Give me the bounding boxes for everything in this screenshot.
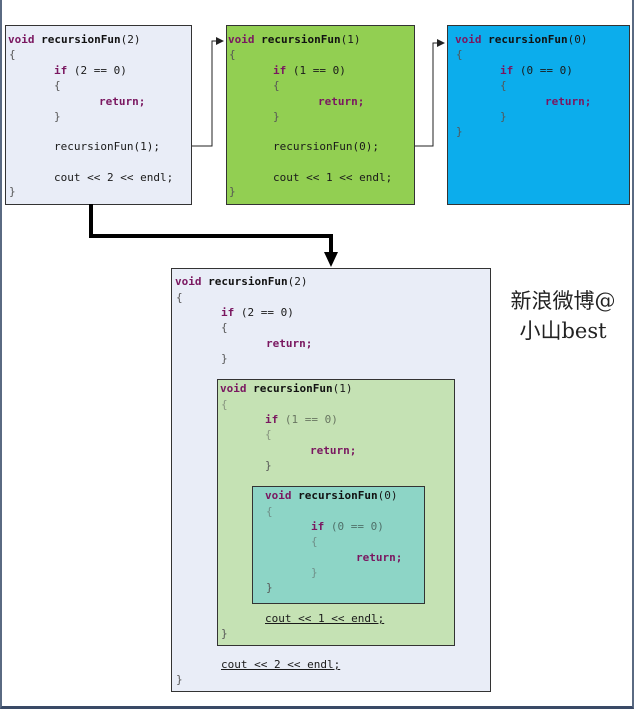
function-argument: (2) [287,275,308,288]
cout-statement: cout << 2 << endl; [54,171,174,184]
if-open-brace: { [311,535,318,548]
return-statement: return; [318,95,365,108]
if-open-brace: { [54,79,61,92]
call-box-recursionfun-0: void recursionFun(0) { if (0 == 0) { ret… [447,25,630,205]
keyword-if: if [500,64,514,77]
return-statement: return; [545,95,592,108]
keyword-void: void [265,489,292,502]
open-brace: { [266,505,273,518]
watermark-text: 新浪微博@ 小山best [503,286,623,346]
return-statement: return; [310,444,357,457]
if-close-brace: } [311,566,318,579]
function-signature: void recursionFun(0) [455,32,587,47]
return-statement: return; [266,337,313,350]
keyword-if: if [273,64,287,77]
function-argument: (0) [377,489,398,502]
if-statement: if (1 == 0) [265,412,338,427]
return-statement: return; [356,551,403,564]
call-box-recursionfun-1: void recursionFun(1) { if (1 == 0) { ret… [226,25,415,205]
nested-box-recursionfun-1: void recursionFun(1) { if (1 == 0) { ret… [217,379,455,646]
arrow-call-1-to-2 [192,37,224,147]
return-statement: return; [99,95,146,108]
recursive-call: recursionFun(1); [54,140,160,153]
close-brace: } [9,185,16,198]
if-close-brace: } [54,110,61,123]
function-name: recursionFun [208,275,288,288]
if-statement: if (0 == 0) [500,63,573,78]
cout-statement: cout << 1 << endl; [265,612,385,625]
if-condition: (1 == 0) [284,413,338,426]
if-statement: if (1 == 0) [273,63,346,78]
function-signature: void recursionFun(1) [228,32,360,47]
nested-box-recursionfun-2: void recursionFun(2) { if (2 == 0) { ret… [171,268,491,692]
if-close-brace: } [500,110,507,123]
open-brace: { [9,48,16,61]
keyword-if: if [221,306,235,319]
if-condition: (0 == 0) [330,520,384,533]
function-signature: void recursionFun(2) [175,274,307,289]
watermark-line-1: 新浪微博@ [510,289,616,313]
keyword-void: void [175,275,202,288]
open-brace: { [221,398,228,411]
keyword-void: void [8,33,35,46]
keyword-if: if [265,413,279,426]
close-brace: } [229,185,236,198]
cout-statement: cout << 1 << endl; [273,171,393,184]
recursive-call: recursionFun(0); [273,140,379,153]
function-signature: void recursionFun(0) [265,488,397,503]
open-brace: { [456,48,463,61]
close-brace: } [176,673,183,686]
function-name: recursionFun [298,489,378,502]
if-condition: (2 == 0) [240,306,294,319]
function-name: recursionFun [41,33,121,46]
keyword-if: if [54,64,68,77]
keyword-void: void [228,33,255,46]
if-close-brace: } [273,110,280,123]
if-close-brace: } [265,459,272,472]
call-box-recursionfun-2: void recursionFun(2) { if (2 == 0) { ret… [5,25,192,205]
if-open-brace: { [273,79,280,92]
if-condition: (2 == 0) [73,64,127,77]
if-open-brace: { [500,79,507,92]
arrow-expand-head [324,252,338,267]
if-statement: if (2 == 0) [54,63,127,78]
if-statement: if (2 == 0) [221,305,294,320]
function-argument: (0) [567,33,588,46]
if-open-brace: { [221,321,228,334]
keyword-void: void [220,382,247,395]
if-close-brace: } [221,352,228,365]
function-argument: (1) [340,33,361,46]
open-brace: { [229,48,236,61]
keyword-void: void [455,33,482,46]
watermark-line-2: 小山best [519,319,607,343]
function-signature: void recursionFun(2) [8,32,140,47]
nested-box-recursionfun-0: void recursionFun(0) { if (0 == 0) { ret… [252,486,425,604]
close-brace: } [266,581,273,594]
arrow-call-2-to-3 [415,39,445,147]
if-condition: (1 == 0) [292,64,346,77]
close-brace: } [456,125,463,138]
keyword-if: if [311,520,325,533]
close-brace: } [221,627,228,640]
function-name: recursionFun [253,382,333,395]
function-argument: (2) [120,33,141,46]
function-name: recursionFun [261,33,341,46]
if-condition: (0 == 0) [519,64,573,77]
open-brace: { [176,291,183,304]
arrow-expand-to-nested [89,204,333,254]
if-open-brace: { [265,428,272,441]
function-argument: (1) [332,382,353,395]
if-statement: if (0 == 0) [311,519,384,534]
function-signature: void recursionFun(1) [220,381,352,396]
cout-statement: cout << 2 << endl; [221,658,341,671]
function-name: recursionFun [488,33,568,46]
